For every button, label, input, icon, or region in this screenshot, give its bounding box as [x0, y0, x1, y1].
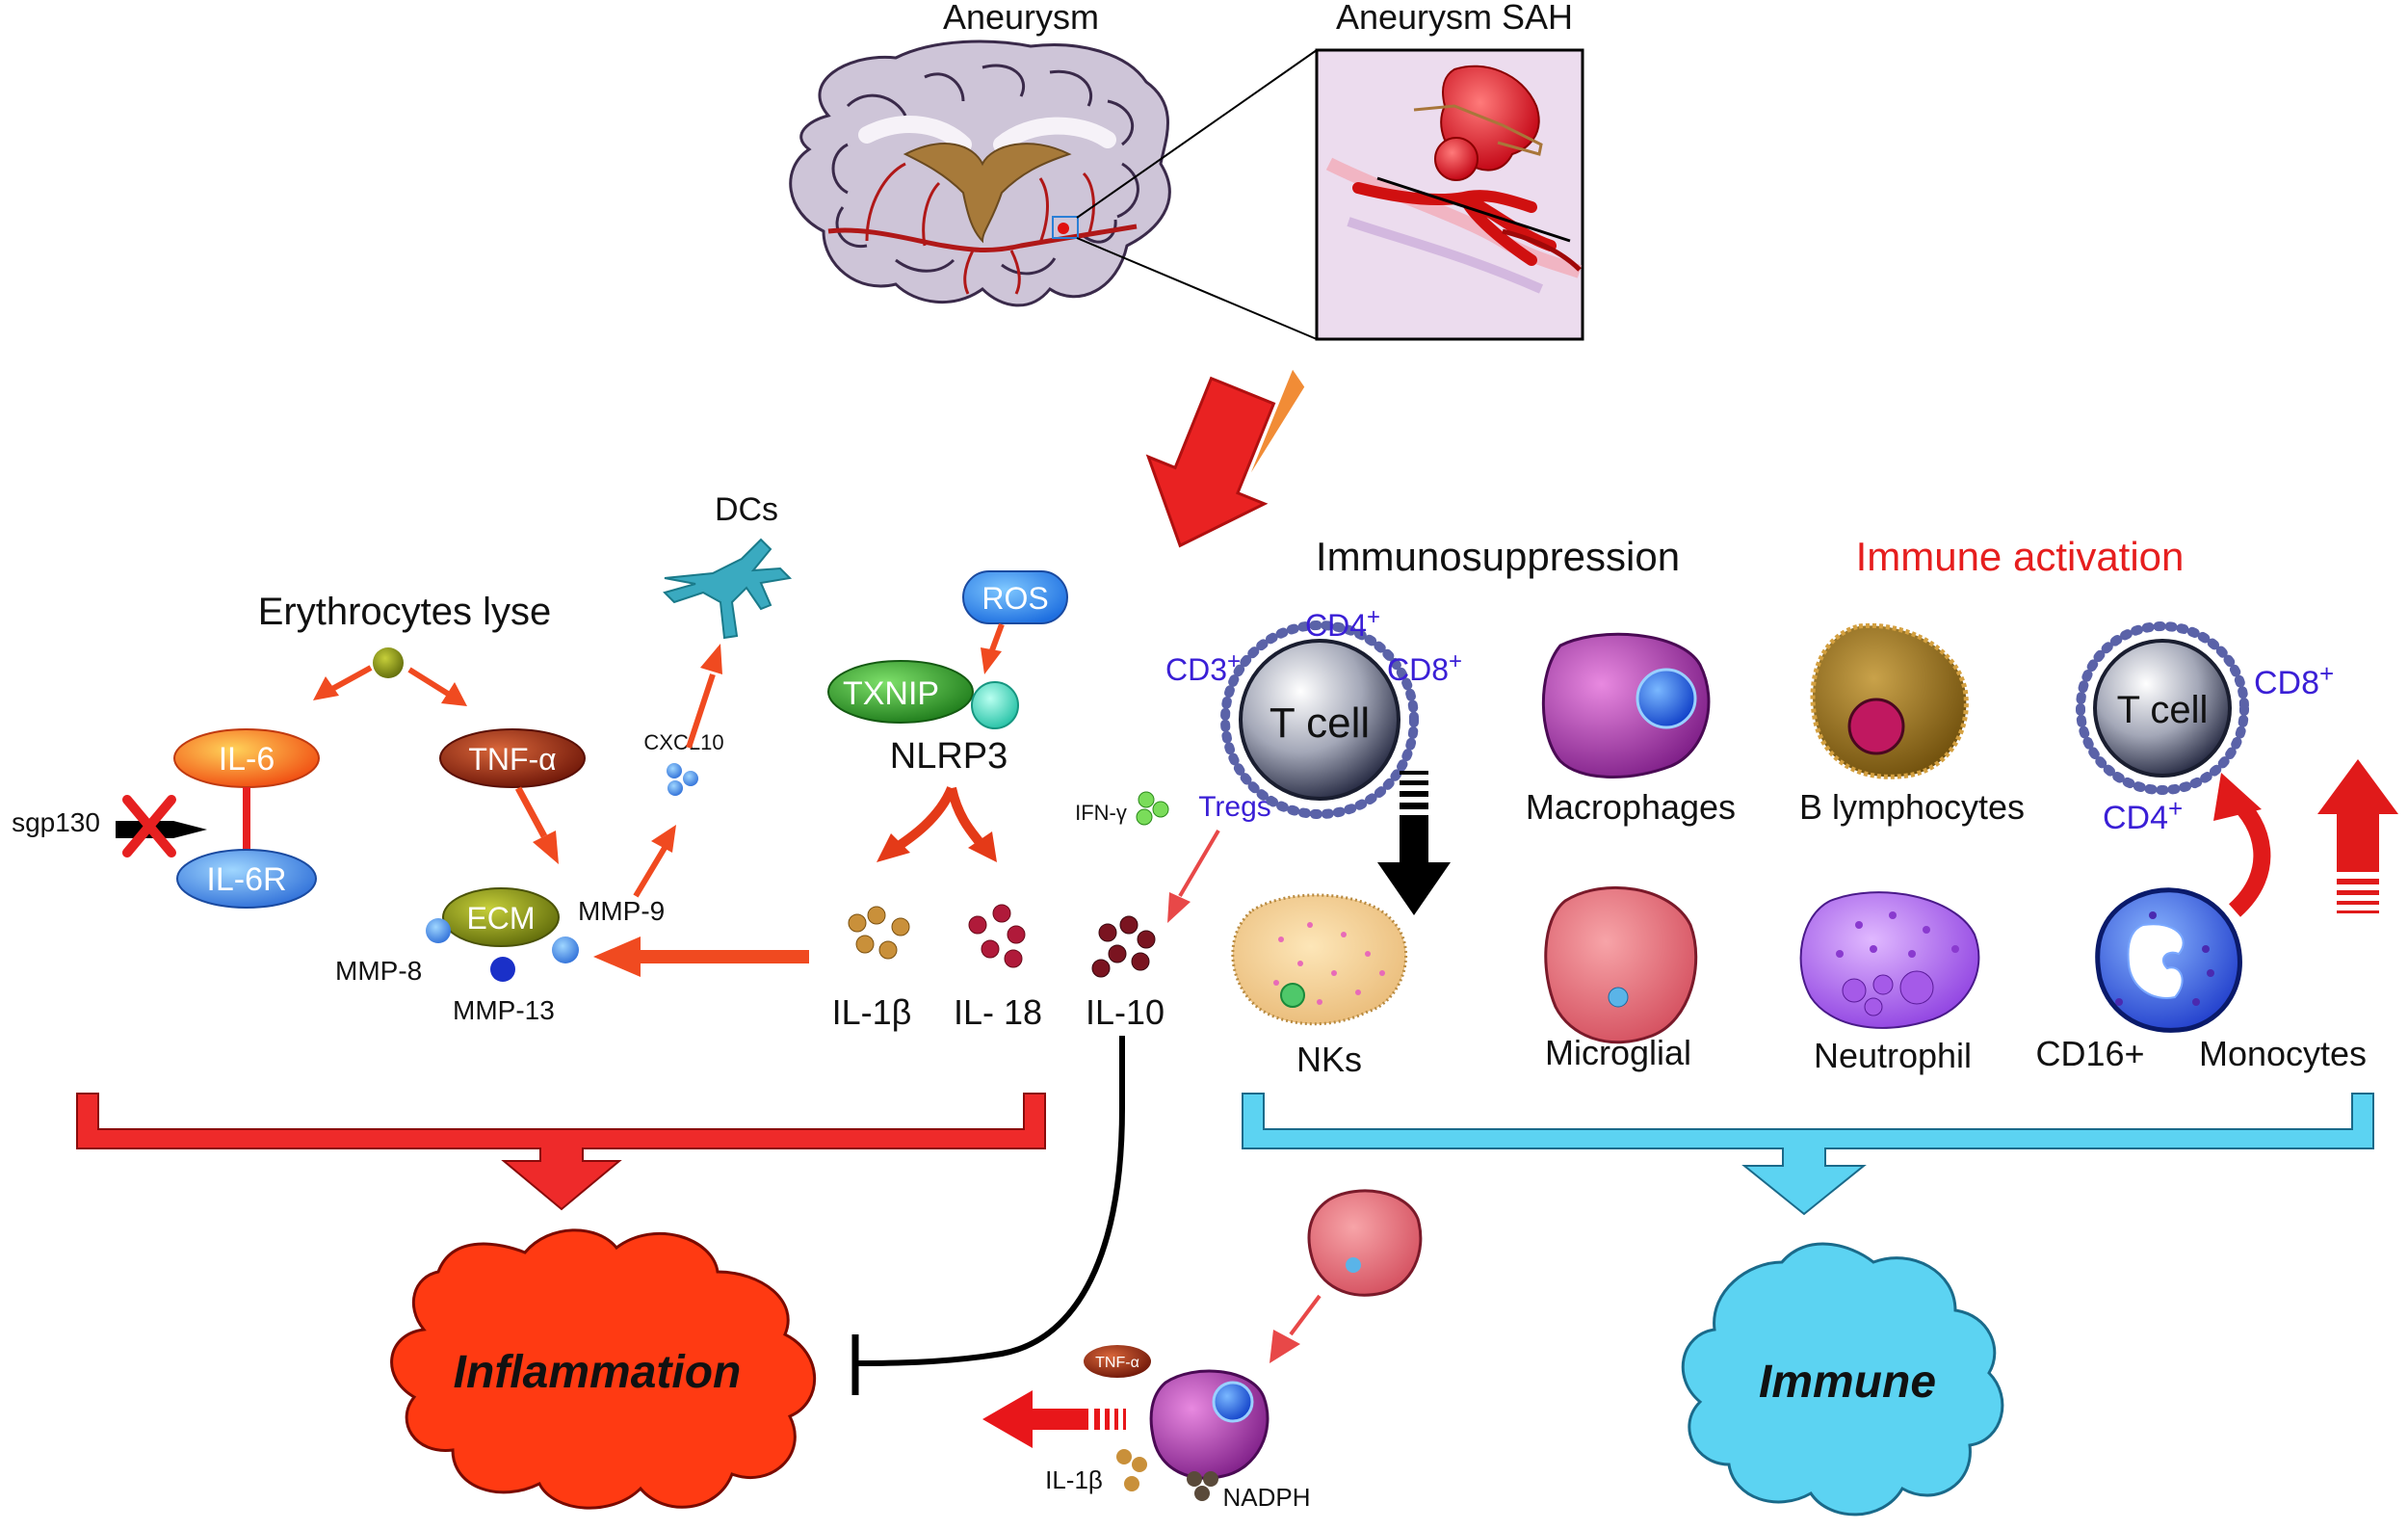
arrow-tregs-to-il10 — [1167, 829, 1220, 923]
sah-title: Aneurysm SAH — [1336, 0, 1573, 37]
macrophage-icon — [1541, 632, 1711, 778]
arrows-nlrp3-to-cytokines — [877, 785, 997, 862]
il6r-node: IL-6R — [176, 849, 317, 909]
nks-label: NKs — [1296, 1040, 1362, 1079]
nk-cell-icon — [1231, 893, 1408, 1026]
zoom-line-bottom — [1076, 237, 1318, 340]
curved-arrow-monocyte-to-tcell — [2213, 773, 2271, 917]
b-lymphocyte-icon — [1810, 622, 1969, 779]
arrow-ros-to-nlrp3 — [981, 622, 1005, 674]
sgp130-label: sgp130 — [12, 807, 100, 837]
arrow-mmp9-to-cxcl10 — [633, 825, 676, 898]
nadph-label: NADPH — [1222, 1483, 1310, 1512]
big-arrow-down-icon — [1145, 369, 1305, 548]
brain-illustration — [789, 40, 1171, 307]
ifng-label: IFN-γ — [1075, 801, 1127, 825]
cd16-label: CD16+ — [2035, 1034, 2144, 1073]
txnip-label: TXNIP — [843, 675, 939, 712]
up-arrow-activation-icon — [2317, 759, 2398, 913]
arrow-to-il6 — [313, 665, 373, 700]
ecm-label: ECM — [466, 901, 535, 936]
microglial-icon — [1544, 885, 1698, 1044]
arrow-microglial-to-macrophage — [1269, 1294, 1322, 1363]
cd4-activation-label: CD4+ — [2103, 794, 2183, 836]
ros-node: ROS — [962, 570, 1068, 624]
small-microglial-icon — [1307, 1189, 1423, 1297]
microglial-label: Microglial — [1545, 1033, 1691, 1072]
neutrophil-icon — [1799, 891, 1980, 1029]
il18-label: IL- 18 — [954, 992, 1042, 1032]
cxcl10-label: CXCL10 — [643, 730, 723, 754]
cd3-label: CD3+ — [1165, 648, 1241, 687]
il10-particles — [1091, 915, 1156, 978]
ros-label: ROS — [982, 581, 1048, 616]
immune-label: Immune — [1759, 1357, 1936, 1408]
small-il1b-label: IL-1β — [1045, 1465, 1103, 1494]
mmp13-label: MMP-13 — [453, 995, 555, 1025]
inflammation-burst: Inflammation — [390, 1228, 817, 1510]
brain-title: Aneurysm — [943, 0, 1099, 37]
immune-activation-title: Immune activation — [1856, 534, 2185, 579]
cyan-bracket — [1242, 1093, 2374, 1216]
immune-burst: Immune — [1681, 1242, 2004, 1517]
dcs-label: DCs — [715, 491, 778, 528]
arrow-tcell-to-nks — [1377, 771, 1451, 915]
cxcl10-particles — [667, 763, 698, 796]
erythrocytes-label: Erythrocytes lyse — [258, 591, 552, 633]
tnfa-label: TNF-α — [468, 742, 556, 777]
erythrocyte-ball — [373, 647, 404, 678]
tnfa-node: TNF-α — [439, 728, 586, 788]
tcell-activation-label: T cell — [2117, 689, 2209, 731]
sah-inset — [1315, 48, 1584, 341]
nadph-particles — [1187, 1471, 1218, 1501]
small-tnfa-node: TNF-α — [1084, 1345, 1151, 1378]
macrophages-label: Macrophages — [1526, 787, 1736, 827]
tcell-icon: T cell — [1220, 620, 1419, 819]
left-arrow-to-inflammation-icon — [982, 1390, 1126, 1448]
arrow-cxcl10-to-dcs — [686, 644, 722, 749]
tcell-activation-icon: T cell — [2076, 621, 2249, 795]
il10-label: IL-10 — [1086, 992, 1165, 1032]
arrow-to-tnfa — [407, 667, 467, 706]
small-tnfa-label: TNF-α — [1095, 1355, 1139, 1371]
cd8-activation-label: CD8+ — [2254, 659, 2334, 701]
inflammation-label: Inflammation — [454, 1347, 742, 1398]
il1b-label: IL-1β — [832, 992, 912, 1032]
mmp9-label: MMP-9 — [578, 896, 665, 926]
cd4-label: CD4+ — [1305, 604, 1380, 643]
immunosuppression-title: Immunosuppression — [1316, 534, 1680, 579]
small-macrophage-icon — [1149, 1369, 1269, 1480]
mmp8-label: MMP-8 — [335, 956, 422, 986]
arrow-cytokines-to-ecm — [593, 936, 809, 977]
zoom-line-top — [1076, 49, 1318, 219]
il1b-particles — [848, 906, 910, 960]
il10-inhibition-line — [851, 1036, 1125, 1395]
b-lymphocytes-label: B lymphocytes — [1799, 787, 2025, 827]
il6-label: IL-6 — [219, 741, 275, 778]
dendritic-cell-icon — [663, 538, 793, 640]
txnip-node: TXNIP — [827, 660, 1019, 729]
ifng-particles — [1136, 791, 1169, 826]
small-il1b-particles — [1116, 1449, 1147, 1491]
ecm-node: ECM — [426, 887, 579, 982]
block-cross-icon — [122, 795, 176, 857]
tcell-label: T cell — [1269, 699, 1370, 747]
cd8-label: CD8+ — [1387, 648, 1462, 687]
arrow-tnfa-to-ecm — [514, 786, 559, 864]
red-bracket — [76, 1093, 1046, 1211]
monocyte-icon — [2095, 887, 2242, 1033]
monocytes-label: Monocytes — [2199, 1034, 2367, 1073]
il6r-label: IL-6R — [206, 861, 286, 898]
il6-node: IL-6 — [173, 728, 320, 788]
nlrp3-label: NLRP3 — [890, 736, 1008, 777]
il18-particles — [968, 904, 1026, 968]
neutrophil-label: Neutrophil — [1814, 1036, 1972, 1075]
